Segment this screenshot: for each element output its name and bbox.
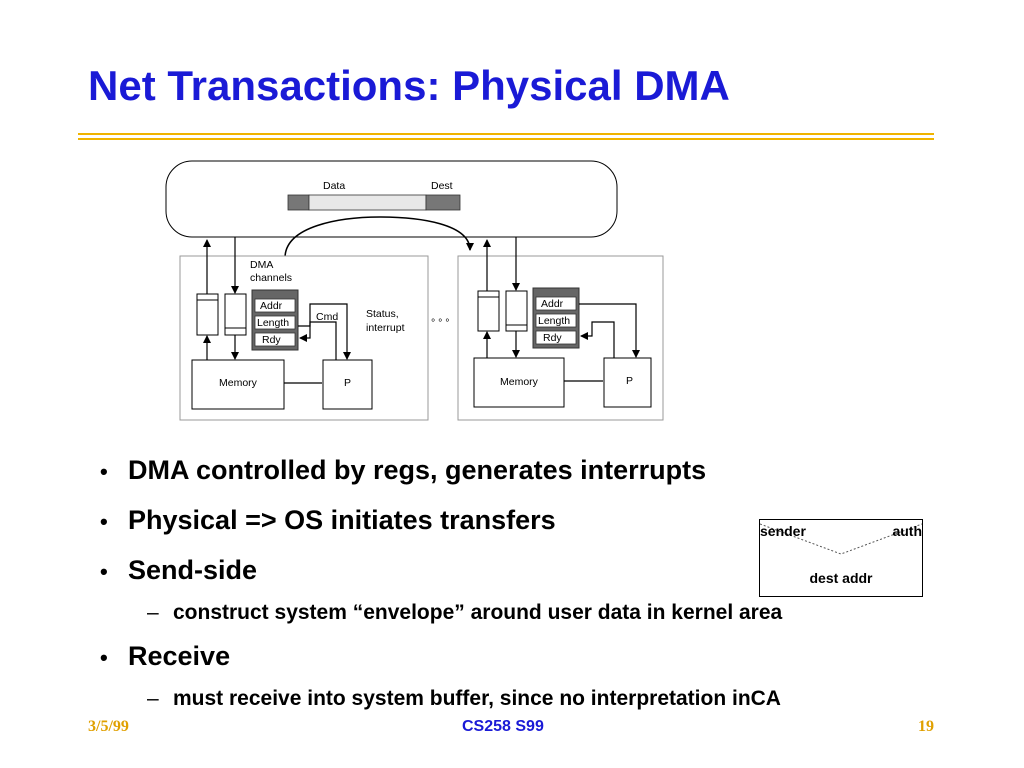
- packet-transfer-curve: [284, 216, 474, 259]
- footer-date: 3/5/99: [88, 718, 129, 735]
- status-label-line1: Status,: [366, 308, 399, 320]
- right-cmd-arrow: [580, 321, 615, 358]
- right-processor-label: P: [626, 375, 633, 387]
- right-processor-box: [603, 357, 652, 408]
- right-status-arrow: [579, 303, 640, 358]
- slide-title: Net Transactions: Physical DMA: [88, 62, 730, 109]
- packet-dest-segment: [425, 194, 461, 211]
- right-memory-label: Memory: [500, 376, 539, 388]
- left-in-fifo: [224, 293, 247, 336]
- left-processor-label: P: [344, 377, 351, 389]
- title-rule-top: [78, 133, 934, 135]
- packet-dest-label: Dest: [431, 180, 453, 192]
- packet-data-label: Data: [323, 180, 345, 192]
- status-label-line2: interrupt: [366, 322, 405, 334]
- bullet-item: •Physical => OS initiates transfers: [100, 505, 556, 535]
- envelope-dest-label: dest addr: [809, 570, 873, 586]
- left-memory-label: Memory: [219, 377, 258, 389]
- footer-page-number: 19: [918, 718, 934, 735]
- dma-diagram: Data Dest DMA channels Addr Length Rdy M…: [165, 160, 664, 421]
- nodes-ellipsis: ° ° °: [431, 317, 449, 329]
- cmd-arrow: [299, 321, 337, 360]
- envelope-flap: [760, 523, 922, 555]
- right-reg-rdy: Rdy: [543, 332, 562, 344]
- bullet-item: •Receive: [100, 641, 231, 671]
- title-rule-bottom: [78, 138, 934, 140]
- sub-bullet-item: –must receive into system buffer, since …: [147, 687, 781, 710]
- right-memory-box: [473, 357, 565, 408]
- envelope-auth-label: auth: [892, 523, 922, 539]
- sub-bullet-item: –construct system “envelope” around user…: [147, 601, 783, 624]
- packet-data-segment: [308, 194, 427, 211]
- right-reg-addr: Addr: [541, 298, 564, 310]
- envelope-sender-label: sender: [760, 523, 806, 539]
- cmd-label: Cmd: [316, 311, 338, 323]
- left-processor-box: [322, 359, 373, 410]
- envelope-diagram: sender auth dest addr: [759, 519, 923, 597]
- left-reg-addr: Addr: [260, 300, 283, 312]
- right-reg-length: Length: [538, 315, 570, 327]
- packet-header-segment: [287, 194, 310, 211]
- bullet-item: •DMA controlled by regs, generates inter…: [100, 455, 707, 485]
- dma-label-line2: channels: [250, 272, 292, 284]
- dma-label-line1: DMA: [250, 259, 273, 271]
- bullet-item: •Send-side: [100, 555, 258, 585]
- footer-course: CS258 S99: [462, 718, 544, 735]
- left-memory-box: [191, 359, 285, 410]
- left-reg-length: Length: [257, 317, 289, 329]
- status-interrupt-arrow: [298, 303, 351, 360]
- left-reg-rdy: Rdy: [262, 334, 281, 346]
